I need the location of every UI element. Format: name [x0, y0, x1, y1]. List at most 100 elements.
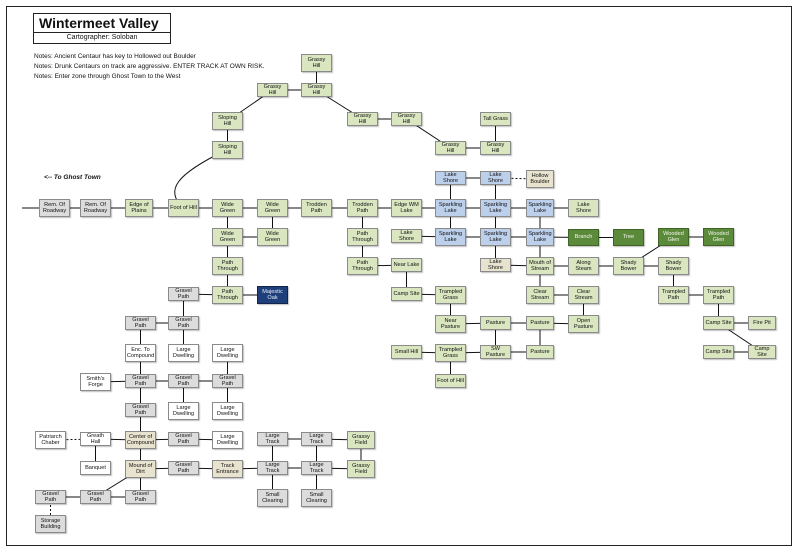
zone-sparkling-lake: Sparkling Lake — [480, 199, 511, 217]
zone-gravel-path: Gravel Path — [125, 490, 156, 504]
zone-trodden-path: Trodden Path — [301, 199, 332, 217]
zone-pasture: Pasture — [526, 345, 554, 359]
zone-rem-of-roadway: Rem. Of Roadway — [80, 199, 111, 217]
zone-sloping-hill: Sloping Hill — [212, 141, 243, 159]
zone-small-hill: Small Hill — [391, 345, 422, 359]
zone-tall-grass: Tall Grass — [480, 112, 511, 126]
zone-trampled-grass: Trampled Grass — [435, 286, 466, 304]
zone-large-dwelling: Large Dwelling — [212, 431, 243, 449]
zone-gravel-path: Gravel Path — [168, 432, 199, 446]
zone-track-entrance: Track Entrance — [212, 460, 243, 478]
zone-lake-shore: Lake Shore — [391, 229, 422, 243]
zone-camp-site: Camp Site — [391, 287, 422, 301]
zone-open-pasture: Open Pasture — [568, 315, 599, 333]
zone-sparkling-lake: Sparkling Lake — [435, 228, 466, 246]
zone-large-dwelling: Large Dwelling — [168, 402, 199, 420]
zone-center-of-compound: Center of Compound — [125, 431, 156, 449]
zone-grassy-field: Grassy Field — [347, 431, 375, 449]
note-3: Notes: Enter zone through Ghost Town to … — [34, 73, 181, 80]
zone-path-through: Path Through — [347, 228, 378, 246]
zone-lake-shore: Lake Shore — [480, 258, 511, 272]
zone-path-through: Path Through — [212, 286, 243, 304]
zone-pasture: Pasture — [526, 316, 554, 330]
zone-large-track: Large Track — [301, 432, 332, 446]
zone-gravel-path: Gravel Path — [212, 374, 243, 388]
zone-along-steam: Along Steam — [568, 257, 599, 275]
zone-fire-pit: Fire Pit — [748, 316, 776, 330]
zone-mouth-of-stream: Mouth of Stream — [526, 257, 554, 275]
zone-wooded-glen: Wooded Glen — [658, 228, 689, 246]
zone-smith-s-forge: Smith's Forge — [80, 373, 111, 391]
zone-large-dwelling: Large Dwelling — [212, 402, 243, 420]
zone-small-clearing: Small Clearing — [301, 489, 332, 507]
zone-grassy-hill: Grassy Hill — [391, 112, 422, 126]
zone-shady-bower: Shady Bower — [658, 257, 689, 275]
zone-tree: Tree — [613, 229, 644, 246]
zone-foot-of-hill: Foot of Hill — [168, 199, 199, 217]
ghost-town-label: <-- To Ghost Town — [44, 174, 101, 181]
zone-wide-green: Wide Green — [212, 199, 243, 217]
zone-near-lake: Near Lake — [391, 258, 422, 272]
zone-grassy-hill: Grassy Hill — [301, 83, 332, 97]
zone-edge-wm-lake: Edge WM Lake — [391, 199, 422, 217]
zone-large-dwelling: Large Dwelling — [212, 344, 243, 362]
zone-gravel-path: Gravel Path — [125, 374, 156, 388]
zone-wide-green: Wide Green — [212, 228, 243, 246]
zone-gravel-path: Gravel Path — [168, 287, 199, 301]
cartographer-label: Cartographer: Soloban — [34, 32, 170, 44]
zone-camp-site: Camp Site — [703, 316, 734, 330]
zone-gravel-path: Gravel Path — [168, 374, 199, 388]
zone-gravel-path: Gravel Path — [35, 490, 66, 504]
zone-sparkling-lake: Sparkling Lake — [526, 199, 554, 217]
zone-branch: Branch — [568, 229, 599, 246]
zone-banquet: Banquet — [80, 461, 111, 475]
zone-clear-stream: Clear Stream — [526, 286, 554, 304]
zone-camp-site: Camp Site — [703, 345, 734, 359]
zone-edge-of-plains: Edge of Plains — [125, 199, 153, 217]
zone-enc-to-compound: Enc. To Compound — [125, 344, 156, 362]
zone-gravel-path: Gravel Path — [168, 461, 199, 475]
zone-clear-stream: Clear Stream — [568, 286, 599, 304]
zone-sw-pasture: SW Pasture — [480, 345, 511, 359]
map-frame — [6, 6, 792, 546]
note-2: Notes: Drunk Centaurs on track are aggre… — [34, 63, 265, 70]
zone-path-through: Path Through — [212, 257, 243, 275]
note-1: Notes: Ancient Centaur has key to Hollow… — [34, 53, 196, 60]
zone-sparkling-lake: Sparkling Lake — [435, 199, 466, 217]
zone-lake-shore: Lake Shore — [435, 171, 466, 185]
zone-lake-shore: Lake Shore — [480, 171, 511, 185]
zone-majestic-oak: Majestic Oak — [257, 286, 288, 304]
zone-foot-of-hill: Foot of Hill — [435, 374, 466, 388]
zone-trodden-path: Trodden Path — [347, 199, 378, 217]
zone-small-clearing: Small Clearing — [257, 489, 288, 507]
zone-grassy-hill: Grassy Hill — [257, 83, 288, 97]
zone-large-track: Large Track — [257, 461, 288, 475]
zone-sparkling-lake: Sparkling Lake — [526, 228, 554, 246]
zone-near-pasture: Near Pasture — [435, 315, 466, 333]
zone-gravel-path: Gravel Path — [125, 316, 156, 330]
zone-wooded-glen: Wooded Glen — [703, 228, 734, 246]
zone-large-track: Large Track — [301, 461, 332, 475]
zone-hollow-boulder: Hollow Boulder — [526, 170, 554, 188]
zone-trampled-path: Trampled Path — [703, 286, 734, 304]
zone-trampled-path: Trampled Path — [658, 286, 689, 304]
zone-sparkling-lake: Sparkling Lake — [480, 228, 511, 246]
zone-storage-building: Storage Building — [35, 515, 66, 533]
zone-large-dwelling: Large Dwelling — [168, 344, 199, 362]
zone-pasture: Pasture — [480, 316, 511, 330]
zone-trampled-grass: Trampled Grass — [435, 344, 466, 362]
zone-gravel-path: Gravel Path — [80, 490, 111, 504]
zone-mound-of-dirt: Mound of Dirt — [125, 460, 156, 478]
zone-gravel-path: Gravel Path — [125, 403, 156, 417]
zone-grassy-hill: Grassy Hill — [301, 54, 332, 72]
zone-sloping-hill: Sloping Hill — [212, 112, 243, 130]
zone-wide-green: Wide Green — [257, 228, 288, 246]
zone-greath-hall: Greath Hall — [80, 432, 111, 446]
zone-grassy-hill: Grassy Hill — [347, 112, 378, 126]
zone-wide-green: Wide Green — [257, 199, 288, 217]
zone-shady-bower: Shady Bower — [613, 257, 644, 275]
zone-patriarch-chaber: Patriarch Chaber — [35, 431, 66, 449]
zone-grassy-hill: Grassy Hill — [435, 141, 466, 155]
zone-grassy-hill: Grassy Hill — [480, 141, 511, 155]
